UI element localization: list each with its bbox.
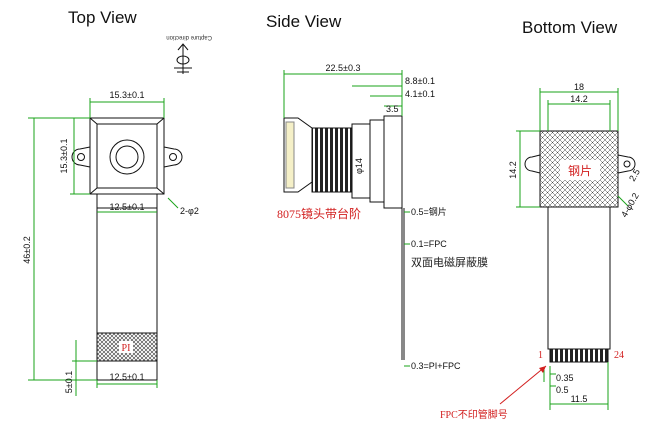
mount-ear-left <box>71 146 91 168</box>
dim-pitch: 0.35 <box>556 373 574 383</box>
side-view-title: Side View <box>266 12 342 31</box>
top-view: Capture direction PI 15.3±0.1 <box>22 34 212 396</box>
bottom-view-title: Bottom View <box>522 18 618 37</box>
dim-bottom-width-inner: 14.2 <box>570 94 588 104</box>
lens-note: 8075镜头带台阶 <box>277 206 361 221</box>
dim-hole-note: 4-φ0.2 <box>619 191 641 219</box>
lens-holder-side <box>383 115 403 209</box>
note-pi-fpc: 0.3=PI+FPC <box>411 361 461 371</box>
capture-direction-icon: Capture direction <box>166 34 212 74</box>
lens-inner-ring <box>115 145 139 169</box>
dim-diameter: φ14 <box>354 158 364 174</box>
top-view-title: Top View <box>68 8 137 27</box>
dim-side-total: 22.5±0.3 <box>326 63 361 73</box>
dim-bottom-width-total: 18 <box>574 82 584 92</box>
dim-mid-width: 12.5±0.1 <box>110 202 145 212</box>
steel-ear-left <box>524 154 541 174</box>
lens-thread <box>311 127 353 193</box>
dim-connector-width: 11.5 <box>571 394 588 404</box>
pi-stiffener <box>96 332 158 362</box>
note-steel-thickness: 0.5=钢片 <box>411 206 447 217</box>
flex-strip <box>96 207 158 381</box>
mount-ear-right <box>163 146 183 168</box>
pi-label: PI <box>122 343 131 354</box>
dim-hole: 2-φ2 <box>180 206 199 216</box>
dim-side-c: 3.5 <box>386 104 399 114</box>
side-view: 22.5±0.3 8.8±0.1 4.1±0.1 3.5 φ14 8075镜头带… <box>277 63 488 371</box>
dim-side-b: 4.1±0.1 <box>405 89 435 99</box>
capture-direction-label: Capture direction <box>166 34 212 40</box>
dim-side-25: 2.5 <box>627 167 642 183</box>
dim-bottom-height: 14.2 <box>508 161 518 179</box>
note-shield: 双面电磁屏蔽膜 <box>411 256 488 269</box>
dim-side-a: 8.8±0.1 <box>405 76 435 86</box>
dim-tab-height: 5±0.1 <box>64 371 74 393</box>
steel-ear-right <box>617 154 636 174</box>
note-fpc-thickness: 0.1=FPC <box>411 239 447 249</box>
dim-pad: 0.5 <box>556 385 569 395</box>
bottom-view: 钢片 1 24 18 14.2 14.2 2.5 4-φ0.2 0.35 0.5… <box>440 82 642 421</box>
dim-bottom-width: 12.5±0.1 <box>110 372 145 382</box>
pin-last: 24 <box>614 350 624 361</box>
fpc-note: FPC不印管脚号 <box>440 408 508 421</box>
connector-pads <box>549 348 609 363</box>
dim-total-height: 46±0.2 <box>22 236 32 263</box>
flex-strip-bottom <box>547 206 611 350</box>
dim-top-width: 15.3±0.1 <box>110 90 145 100</box>
holder-body <box>89 117 165 195</box>
dim-top-height: 15.3±0.1 <box>59 139 69 174</box>
pin-first: 1 <box>538 350 543 361</box>
lens-outer-ring <box>109 139 145 175</box>
steel-label: 钢片 <box>568 164 592 178</box>
